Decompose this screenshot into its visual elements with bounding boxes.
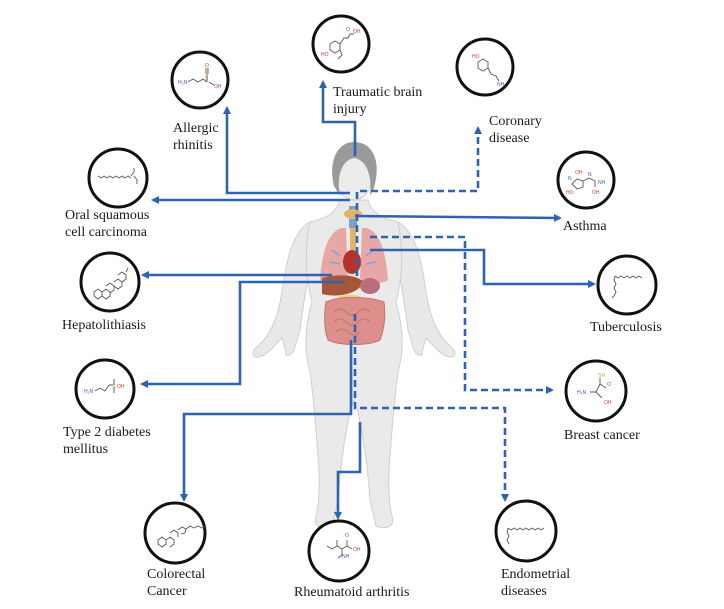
svg-text:OH: OH [604,400,612,406]
svg-text:OH: OH [117,384,125,390]
label-coronary-disease: Coronary disease [489,114,542,146]
molecule-structure-icon: HO NH₂ [472,54,506,88]
svg-text:O: O [346,27,350,33]
molecule-circle [596,254,658,316]
left-arm [252,221,317,358]
label-traumatic-brain-injury: Traumatic brain injury [333,85,423,117]
molecule-circle [79,251,141,313]
connector-traumatic-brain-injury [319,80,357,156]
molecule-structure-icon: H₂N S OH [84,379,125,395]
molecule-structure-icon [97,168,138,184]
label-allergic-rhinitis: Allergic rhinitis [173,121,219,153]
label-colorectal-cancer: Colorectal Cancer [147,567,206,599]
svg-text:H₂N: H₂N [577,390,587,396]
molecule-node-breast-cancer[interactable]: H₂N SH O OH [564,359,628,423]
label-hepatolithiasis: Hepatolithiasis [62,318,146,333]
svg-text:OH: OH [353,29,361,35]
molecule-node-hepatolithiasis[interactable] [79,251,141,313]
molecule-circle [494,499,558,563]
molecule-structure-icon: OH N N NH HO OH [566,170,606,196]
label-tuberculosis: Tuberculosis [590,320,662,335]
molecule-structure-icon: H₂N SH O OH [577,373,612,406]
right-arm [391,221,456,358]
svg-text:HO: HO [566,190,574,196]
molecule-circle [74,358,136,420]
label-oral-squamous-cell-carcinoma: Oral squamous cell carcinoma [65,208,150,240]
svg-text:OH: OH [592,190,600,196]
liver [322,275,364,296]
connector-rheumatoid-arthritis [334,422,362,520]
svg-text:N: N [568,176,572,182]
connector-tuberculosis [370,248,596,288]
left-lung [320,227,348,284]
svg-text:SH: SH [598,373,605,379]
svg-text:H₂N: H₂N [84,389,94,395]
stomach [360,278,380,294]
connector-colorectal-cancer [180,340,353,502]
molecule-node-type2-diabetes[interactable]: H₂N S OH [74,358,136,420]
molecule-node-tuberculosis[interactable] [596,254,658,316]
molecule-structure-icon [506,527,545,545]
svg-text:HO: HO [321,52,329,58]
molecule-structure-icon [611,275,643,299]
connector-endometrial-diseases [353,314,509,502]
bronchi [329,249,377,265]
heart [343,250,361,274]
molecule-circle [143,501,207,565]
svg-text:HO: HO [472,54,480,60]
molecule-structure-icon: O OH HO [321,27,361,60]
svg-text:N: N [588,172,592,178]
svg-text:OH: OH [575,170,583,176]
molecule-circle [311,14,371,74]
svg-text:NH: NH [342,554,350,560]
svg-text:O: O [205,63,209,69]
svg-text:H₂N: H₂N [178,80,188,86]
right-lung [360,227,388,284]
molecule-node-traumatic-brain-injury[interactable]: O OH HO [311,14,371,74]
svg-text:O: O [607,382,611,388]
label-breast-cancer: Breast cancer [564,428,640,443]
svg-text:NH₂: NH₂ [497,82,506,88]
molecule-node-allergic-rhinitis[interactable]: H₂N S O OH [170,50,230,110]
molecule-structure-icon: O OH NH [326,533,361,560]
label-type-2-diabetes-mellitus: Type 2 diabetes mellitus [63,425,151,457]
molecule-node-colorectal-cancer[interactable] [143,501,207,565]
molecule-circle [87,147,149,209]
esophagus [350,228,356,250]
molecule-structure-icon: H₂N S O OH [178,63,222,90]
label-rheumatoid-arthritis: Rheumatoid arthritis [294,585,410,600]
connector-coronary-disease [355,128,478,280]
connector-allergic-rhinitis [223,106,350,195]
svg-text:OH: OH [353,547,361,553]
connector-asthma [354,213,562,222]
connectors [140,80,596,520]
thyroid [344,209,362,219]
molecule-circle [307,519,371,583]
molecule-circle [170,50,230,110]
svg-text:S: S [205,76,209,82]
molecule-node-oral-squamous[interactable] [87,147,149,209]
molecule-node-endometrial-diseases[interactable] [494,499,558,563]
svg-text:OH: OH [214,84,222,90]
molecule-node-rheumatoid-arthritis[interactable]: O OH NH [307,519,371,583]
svg-text:NH: NH [598,180,606,186]
hair [332,142,377,196]
molecule-node-coronary-disease[interactable]: HO NH₂ [455,37,515,97]
svg-text:O: O [345,533,349,539]
connector-type2-diabetes [140,280,345,388]
connector-breast-cancer [370,235,554,394]
molecule-structure-icon [93,267,129,300]
molecule-structure-icon [157,525,207,548]
label-endometrial-diseases: Endometrial diseases [501,567,571,599]
label-asthma: Asthma [563,219,607,234]
intestine-folds [333,308,371,336]
molecule-node-asthma[interactable]: OH N N NH HO OH [556,150,616,210]
svg-text:S: S [112,384,116,390]
